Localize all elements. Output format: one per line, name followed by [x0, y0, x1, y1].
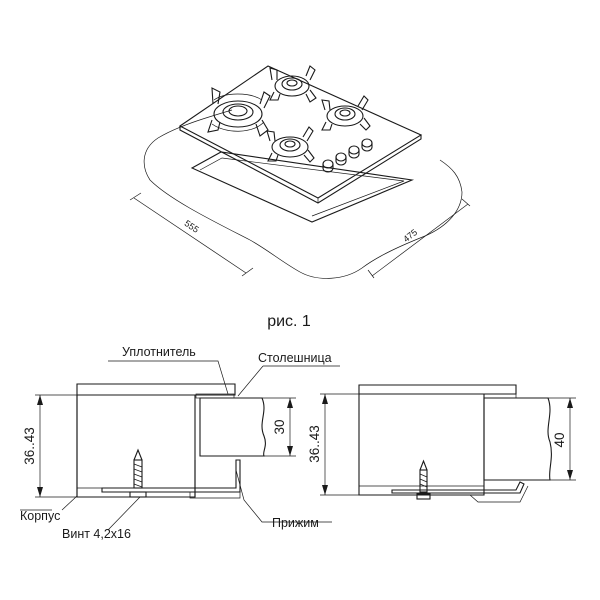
- knob-1: [322, 159, 334, 173]
- hob-body-right: [358, 384, 517, 496]
- dimension-countertop-right-label: 40: [552, 432, 567, 447]
- knob-2: [335, 152, 347, 166]
- dimension-countertop-left-label: 30: [272, 419, 287, 434]
- label-countertop: Столешница: [258, 351, 332, 365]
- dimension-countertop-left: 30: [262, 397, 296, 457]
- seal-right: [483, 393, 517, 399]
- countertop-section-left: [199, 397, 266, 457]
- burner-front: [266, 126, 315, 163]
- burner-back: [269, 65, 317, 103]
- clamp-left: [101, 459, 241, 493]
- hob-isometric-view: 555 475: [129, 65, 471, 279]
- control-knobs: [322, 138, 373, 173]
- screw-left: [129, 448, 147, 498]
- countertop-cutout: [190, 151, 415, 223]
- dimension-right-height: 36..43: [307, 393, 359, 496]
- dimension-left-height-label: 36..43: [22, 427, 37, 465]
- dimension-left-height: 36..43: [22, 394, 77, 498]
- dimension-right-height-label: 36..43: [307, 425, 322, 463]
- seal-left: [195, 393, 235, 399]
- burner-large: [207, 87, 271, 137]
- knob-4: [361, 138, 373, 152]
- screw-right: [416, 459, 431, 500]
- figure-caption: рис. 1: [267, 313, 311, 330]
- label-clamp: Прижим: [272, 516, 319, 530]
- dimension-475-label: 475: [401, 227, 419, 244]
- burner-right: [321, 95, 371, 131]
- label-seal: Уплотнитель: [122, 345, 196, 359]
- label-body: Корпус: [20, 509, 60, 523]
- dimension-countertop-right: 40: [548, 397, 576, 481]
- right-section-view: 36..43 40: [307, 384, 576, 503]
- hob-glass-panel: [178, 65, 423, 204]
- knob-3: [348, 145, 360, 159]
- dimension-555: 555: [129, 192, 254, 277]
- label-screw: Винт 4,2х16: [62, 527, 131, 541]
- countertop-outline: [143, 109, 463, 279]
- hob-body-left: [76, 383, 236, 498]
- left-section-view: 36..43 30 Уплотнитель Столешница Корпус …: [20, 345, 340, 541]
- clamp-right: [391, 481, 525, 494]
- countertop-section-right: [483, 397, 552, 481]
